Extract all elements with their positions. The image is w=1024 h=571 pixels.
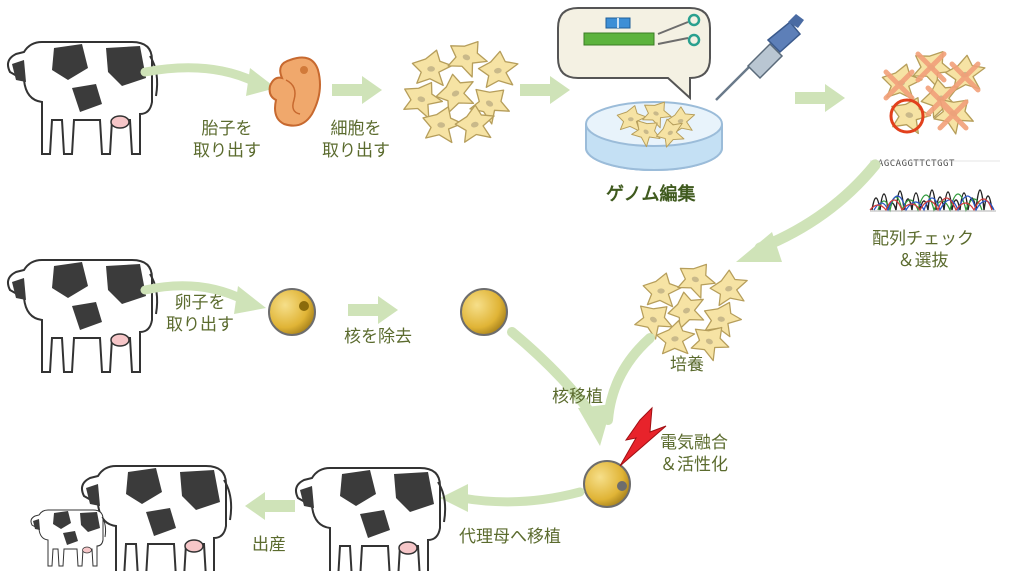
arrow-surrogate-to-birth xyxy=(245,492,295,520)
arrow-cow-to-egg xyxy=(140,281,249,305)
arrow-check-to-culture xyxy=(754,159,881,254)
lightning-icon xyxy=(619,406,667,467)
sequence-text: GAGCAGGTTCTGGT xyxy=(872,159,955,169)
arrow-culture-to-fusion xyxy=(603,333,655,425)
arrow-embryo-to-cells xyxy=(332,76,382,104)
egg-donor-cow xyxy=(7,259,159,373)
genome-edit-bubble xyxy=(557,7,711,101)
calf xyxy=(30,509,107,567)
arrow-dish-to-check xyxy=(795,84,845,112)
fused-egg xyxy=(583,460,631,508)
label-extract-embryo: 胎子を 取り出す xyxy=(193,119,261,161)
arrow-cells-to-dish xyxy=(520,76,570,104)
mother-cow xyxy=(81,465,233,571)
label-remove-nucleus: 核を除去 xyxy=(344,327,412,347)
egg-with-nucleus xyxy=(268,288,316,336)
pipette-icon xyxy=(715,14,804,101)
arrow-fusion-to-surrogate xyxy=(457,487,585,507)
selection-circle xyxy=(889,98,925,134)
label-electrofusion: 電気融合 ＆活性化 xyxy=(660,433,728,475)
label-culture: 培養 xyxy=(670,355,704,375)
label-check-select: 配列チェック ＆選抜 xyxy=(872,229,974,271)
cells-cluster-1 xyxy=(398,32,522,147)
label-genome-editing: ゲノム編集 xyxy=(606,184,696,205)
arrow-cow-to-embryo xyxy=(140,63,260,87)
petri-dish xyxy=(585,95,723,171)
label-transfer-surrogate: 代理母へ移植 xyxy=(459,527,561,547)
sequence-chromatogram: GAGCAGGTTCTGGT xyxy=(869,159,1000,213)
donor-cow xyxy=(7,41,159,155)
label-extract-cells: 細胞を 取り出す xyxy=(322,119,390,161)
enucleated-egg xyxy=(460,288,508,336)
scissors-icon xyxy=(657,13,701,47)
arrow-egg-to-fusion xyxy=(507,327,595,417)
label-extract-egg: 卵子を 取り出す xyxy=(166,293,234,335)
selected-cells xyxy=(881,42,989,139)
arrow-head-embryo xyxy=(246,68,276,96)
label-nuclear-transfer: 核移植 xyxy=(552,387,603,407)
cultured-cells xyxy=(629,255,753,365)
surrogate-cow xyxy=(295,467,447,571)
label-birth: 出産 xyxy=(252,535,286,555)
embryo-icon xyxy=(268,56,321,127)
arrow-egg-to-enucleated xyxy=(348,296,398,324)
